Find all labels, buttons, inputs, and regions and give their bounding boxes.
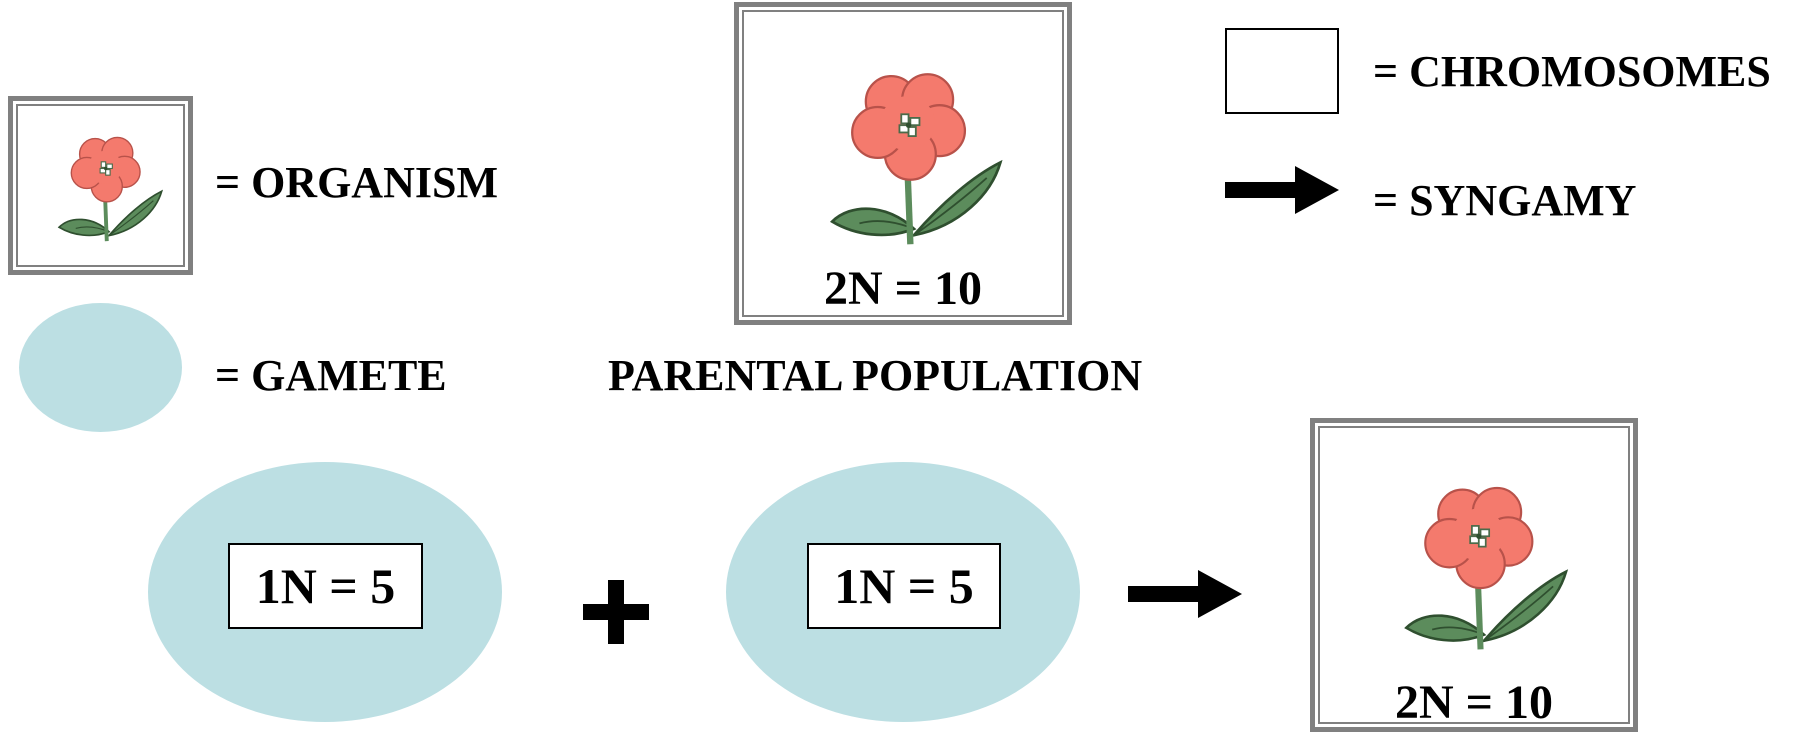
arrow-icon xyxy=(1225,166,1339,214)
gamete-legend-label: = GAMETE xyxy=(215,351,447,400)
parental-ploidy: 2N = 10 xyxy=(823,262,982,315)
offspring-organism-frame: 2N = 10 xyxy=(1310,418,1638,732)
gamete-2-chromosomes: 1N = 5 xyxy=(807,543,1001,629)
arrow-icon xyxy=(1128,570,1242,618)
plus-icon xyxy=(583,580,649,644)
chromosome-legend-box xyxy=(1225,28,1339,114)
gamete-legend-ellipse xyxy=(19,303,182,432)
parental-organism-frame: 2N = 10 xyxy=(734,2,1072,325)
flower-icon xyxy=(1393,481,1575,671)
flower-icon xyxy=(819,67,1009,267)
syngamy-legend-label: = SYNGAMY xyxy=(1373,176,1637,225)
offspring-ploidy: 2N = 10 xyxy=(1394,676,1553,729)
organism-legend-frame xyxy=(8,96,193,275)
flower-icon xyxy=(53,133,165,255)
chromosomes-legend-label: = CHROMOSOMES xyxy=(1373,47,1771,96)
gamete-1-chromosomes: 1N = 5 xyxy=(228,543,423,629)
parental-population-caption: PARENTAL POPULATION xyxy=(608,351,1143,400)
organism-legend-label: = ORGANISM xyxy=(215,158,498,207)
